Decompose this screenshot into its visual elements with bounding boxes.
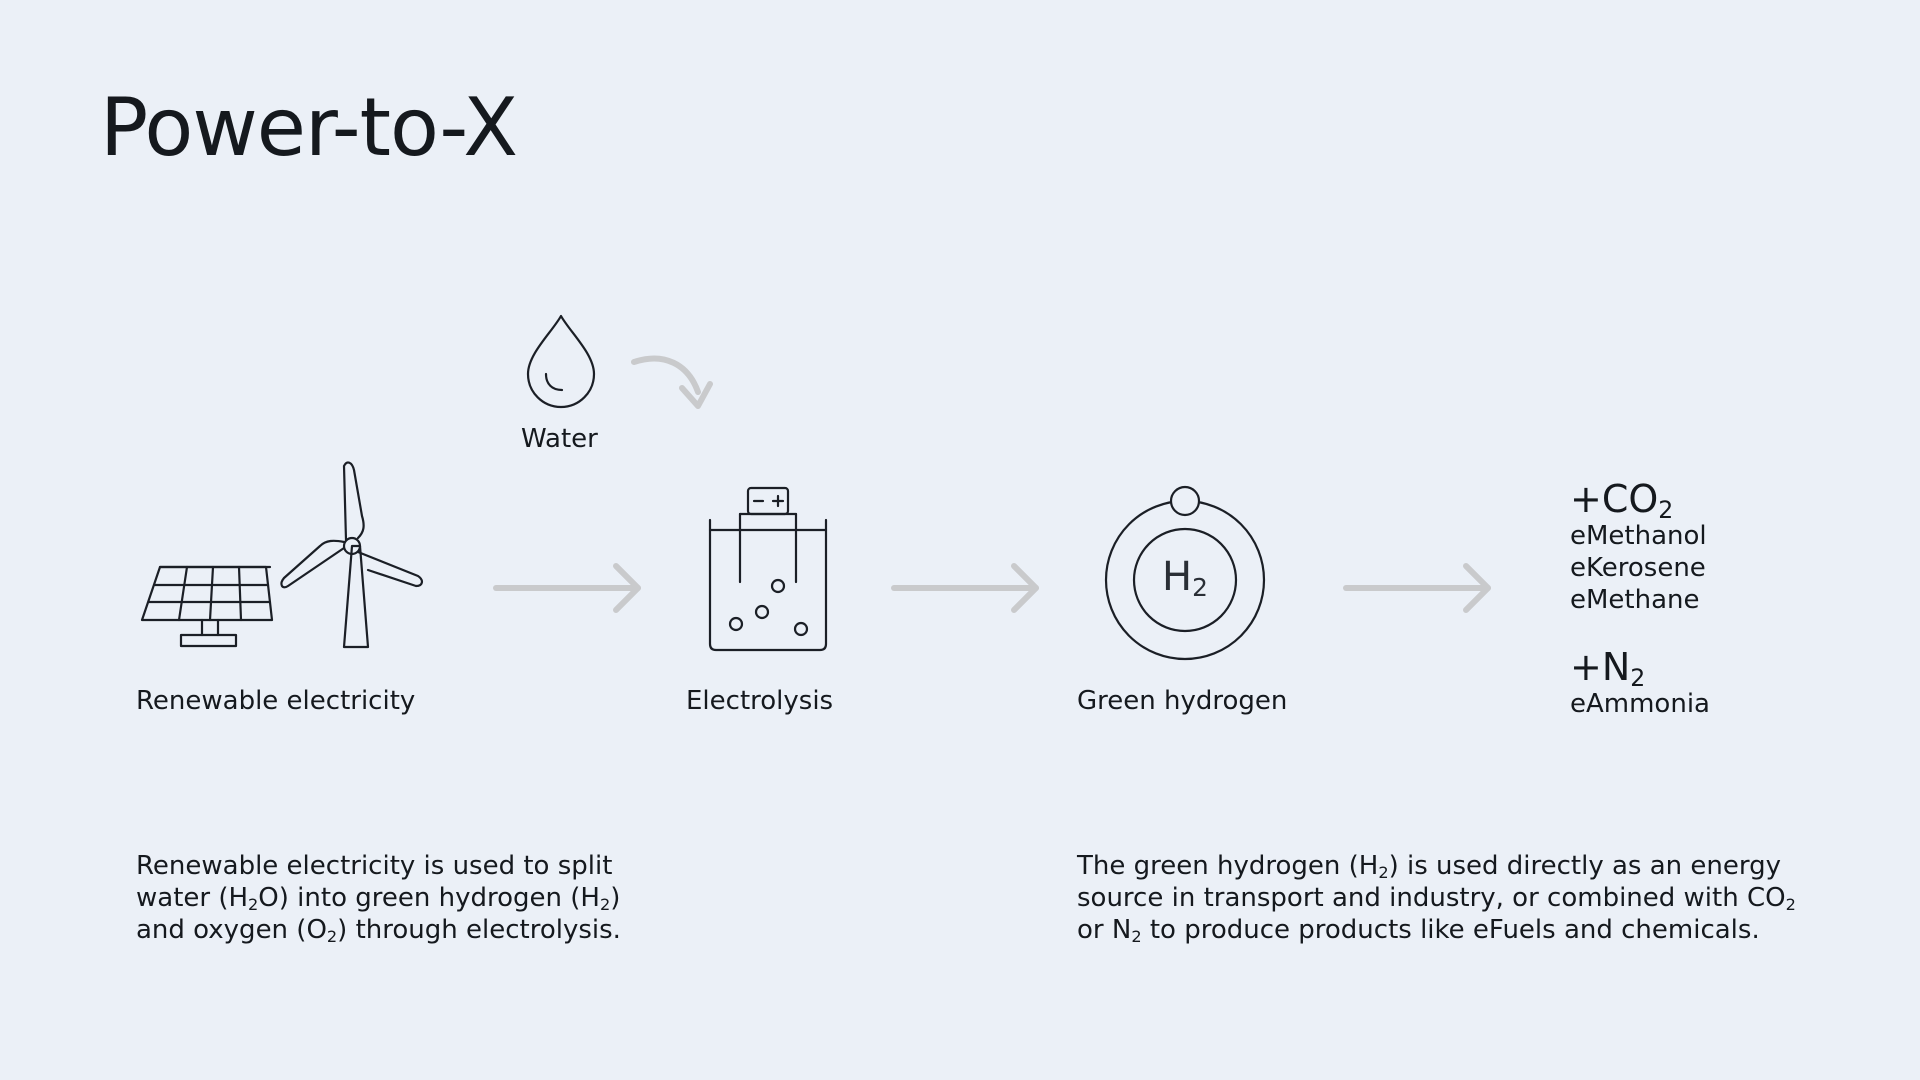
water-label: Water [521,424,598,454]
n2-heading-sub: 2 [1630,663,1646,692]
text-run: O) into green hydrogen (H [258,883,600,913]
n2-heading-text: +N [1570,645,1631,689]
products-n2-group: +N2 eAmmonia [1570,648,1710,720]
text-run: water (H [136,883,249,913]
subscript: 2 [599,895,611,915]
product-item: eMethane [1570,585,1700,615]
text-run: The green hydrogen (H [1077,851,1379,881]
description-right: The green hydrogen (H2) is used directly… [1077,850,1796,946]
subscript: 2 [1785,895,1796,915]
subscript: 2 [1378,863,1389,883]
subscript: 2 [326,927,338,947]
electrolysis-cell-icon [708,486,828,652]
renewable-label: Renewable electricity [136,686,416,716]
water-drop-icon [526,314,596,409]
solar-panel-and-wind-turbine-icon [140,461,423,649]
hydrogen-symbol-sub: 2 [1192,573,1208,603]
description-left: Renewable electricity is used to split w… [136,850,621,946]
hydrogen-symbol-letter: H [1162,554,1193,600]
hydrogen-label: Green hydrogen [1077,686,1288,716]
product-item: eAmmonia [1570,689,1710,719]
description-right-line: or N2 to produce products like eFuels an… [1077,914,1796,946]
arrow-right-icon [493,563,641,613]
text-run: ) [610,883,621,913]
description-left-line: water (H2O) into green hydrogen (H2) [136,882,621,914]
hydrogen-atom-icon [1104,485,1266,661]
subscript: 2 [1131,927,1142,947]
description-right-line: source in transport and industry, or com… [1077,882,1796,914]
hydrogen-symbol: H2 [1162,554,1208,600]
product-item: eKerosene [1570,553,1706,583]
co2-heading-text: +CO [1570,477,1659,521]
arrow-right-icon [1343,563,1491,613]
description-left-line: and oxygen (O2) through electrolysis. [136,914,621,946]
text-run: ) is used directly as an energy [1388,851,1782,881]
curved-arrow-icon [631,355,713,409]
co2-heading: +CO2 [1570,477,1707,522]
subscript: 2 [248,895,259,915]
page-title: Power-to-X [100,81,518,174]
n2-heading: +N2 [1570,645,1710,690]
text-run: or N [1077,915,1132,945]
product-item: eMethanol [1570,521,1707,551]
arrow-right-icon [891,563,1039,613]
text-run: and oxygen (O [136,915,327,945]
co2-heading-sub: 2 [1658,495,1674,524]
description-right-line: The green hydrogen (H2) is used directly… [1077,850,1796,882]
text-run: ) through electrolysis. [337,915,621,945]
description-left-line: Renewable electricity is used to split [136,851,613,881]
electrolysis-label: Electrolysis [686,686,834,716]
text-run: to produce products like eFuels and chem… [1141,915,1760,945]
text-run: source in transport and industry, or com… [1077,883,1786,913]
products-co2-group: +CO2 eMethanol eKerosene eMethane [1570,480,1707,616]
